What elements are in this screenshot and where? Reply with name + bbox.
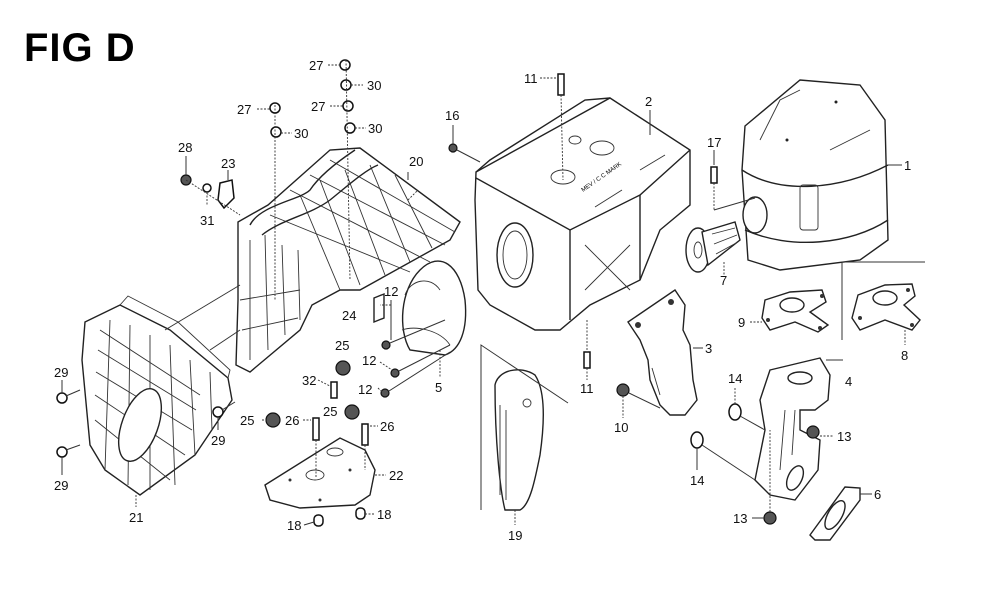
callout-10[interactable]: 10 — [614, 420, 628, 435]
callout-2[interactable]: 2 — [645, 94, 652, 109]
callout-3[interactable]: 3 — [705, 341, 712, 356]
callout-1[interactable]: 1 — [904, 158, 911, 173]
callout-14-b[interactable]: 14 — [690, 473, 704, 488]
hardware — [56, 59, 820, 527]
part-2-heat-shield-cover[interactable]: MEV / C C MARK — [474, 97, 691, 331]
callout-16[interactable]: 16 — [445, 108, 459, 123]
callout-25-b[interactable]: 25 — [323, 404, 337, 419]
callout-25-a[interactable]: 25 — [335, 338, 349, 353]
callout-30-a[interactable]: 30 — [367, 78, 381, 93]
callout-13-b[interactable]: 13 — [733, 511, 747, 526]
callout-23[interactable]: 23 — [221, 156, 235, 171]
group-bracket-19 — [480, 344, 569, 510]
callout-17[interactable]: 17 — [707, 135, 721, 150]
callout-8[interactable]: 8 — [901, 348, 908, 363]
callout-27-a[interactable]: 27 — [309, 58, 323, 73]
callout-26-b[interactable]: 26 — [380, 419, 394, 434]
callout-29-c[interactable]: 29 — [211, 433, 225, 448]
callout-30-b[interactable]: 30 — [368, 121, 382, 136]
callout-11-bottom[interactable]: 11 — [580, 381, 594, 396]
part-4-exhaust-pipe[interactable] — [754, 357, 831, 501]
part-24-clip[interactable] — [373, 292, 385, 324]
callout-27-b[interactable]: 27 — [311, 99, 325, 114]
part-1-muffler[interactable] — [741, 79, 889, 271]
callout-29-a[interactable]: 29 — [54, 365, 68, 380]
callout-12-a[interactable]: 12 — [384, 284, 398, 299]
callout-leaders — [61, 64, 906, 526]
part-5-duct-cone[interactable] — [401, 260, 467, 356]
callout-30-c[interactable]: 30 — [294, 126, 308, 141]
part-3-muffler-stay[interactable] — [627, 289, 698, 416]
callout-labels: 1 2 3 4 5 6 7 8 9 10 11 11 12 12 12 13 1… — [54, 58, 911, 543]
figure-title: FIG D — [24, 26, 136, 70]
callout-18-b[interactable]: 18 — [377, 507, 391, 522]
callout-20[interactable]: 20 — [409, 154, 423, 169]
callout-22[interactable]: 22 — [389, 468, 403, 483]
callout-6[interactable]: 6 — [874, 487, 881, 502]
callout-29-b[interactable]: 29 — [54, 478, 68, 493]
callout-7[interactable]: 7 — [720, 273, 727, 288]
part-8-protector-plate[interactable] — [851, 283, 921, 331]
callout-25-c[interactable]: 25 — [240, 413, 254, 428]
callout-26-a[interactable]: 26 — [285, 413, 299, 428]
callout-28[interactable]: 28 — [178, 140, 192, 155]
part-22-base-plate[interactable] — [264, 437, 376, 509]
part-7-spark-arrester[interactable] — [685, 221, 741, 273]
callout-12-b[interactable]: 12 — [362, 353, 376, 368]
callout-4[interactable]: 4 — [845, 374, 852, 389]
callout-11-top[interactable]: 11 — [524, 71, 538, 86]
callout-5[interactable]: 5 — [435, 380, 442, 395]
callout-13-a[interactable]: 13 — [837, 429, 851, 444]
callout-27-c[interactable]: 27 — [237, 102, 251, 117]
callout-18-a[interactable]: 18 — [287, 518, 301, 533]
part-21-rear-guard[interactable] — [81, 295, 233, 496]
callout-24[interactable]: 24 — [342, 308, 356, 323]
callout-21[interactable]: 21 — [129, 510, 143, 525]
callout-12-c[interactable]: 12 — [358, 382, 372, 397]
part-20-grid-plate[interactable] — [235, 147, 461, 373]
callout-14-a[interactable]: 14 — [728, 371, 742, 386]
callout-19[interactable]: 19 — [508, 528, 522, 543]
part-19-exhaust-cover[interactable] — [494, 369, 544, 511]
callout-32[interactable]: 32 — [302, 373, 316, 388]
callout-31[interactable]: 31 — [200, 213, 214, 228]
group-bracket-8 — [841, 261, 925, 340]
part-9-protector-plate[interactable] — [761, 289, 830, 333]
part-6-muffler-gasket[interactable] — [809, 486, 861, 541]
callout-9[interactable]: 9 — [738, 315, 745, 330]
